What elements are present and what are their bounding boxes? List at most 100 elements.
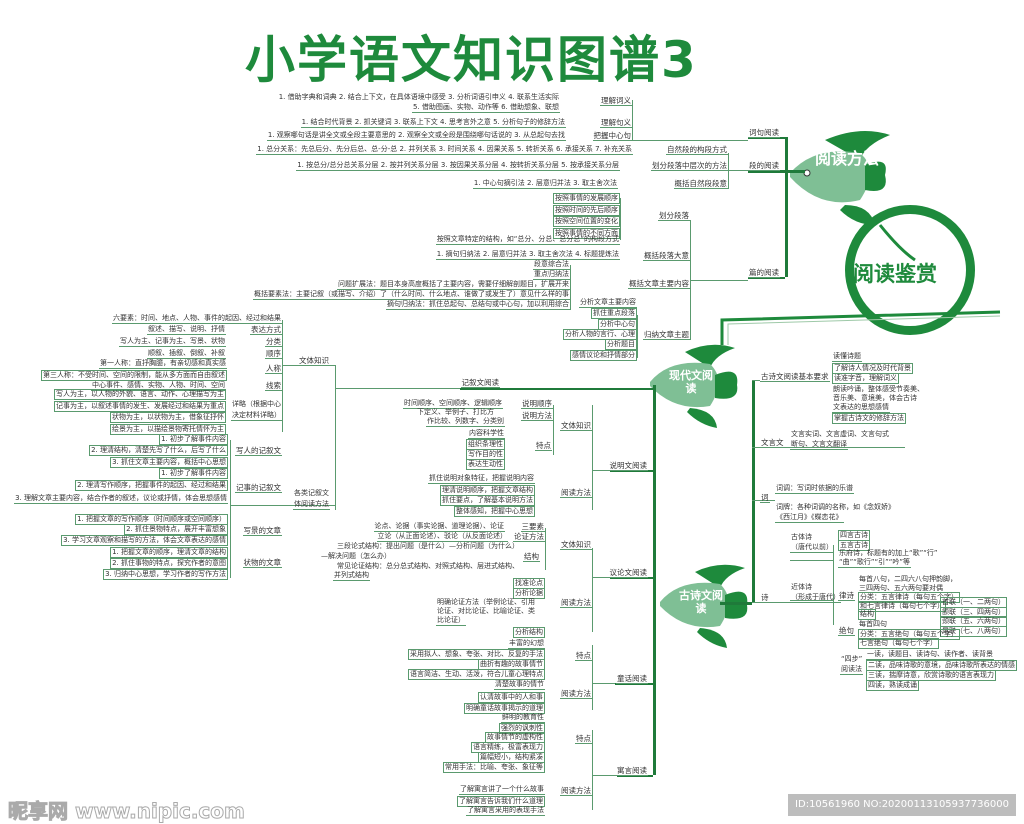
- branch-label: 归纳文章主题: [643, 330, 690, 340]
- leaf-node: 掌握古诗文的修辞方法: [832, 413, 906, 424]
- branch-label: 文言文: [760, 438, 785, 448]
- leaf-node: 体阅读方法: [293, 500, 330, 510]
- branch-label: 人称: [265, 364, 282, 374]
- connector-line: [752, 500, 775, 501]
- leaf-node: 1. 按总分/总分总关系分层 2. 按并列关系分层 3. 按因果关系分层 4. …: [296, 161, 620, 171]
- leaf-node: 乐府诗，标题有的加上“歌”“行”: [839, 549, 938, 557]
- branch-label: 记事的记叙文: [235, 483, 282, 493]
- leaf-node: 词调：写词时依据的乐谱: [775, 484, 854, 494]
- connector-line: [632, 140, 748, 141]
- connector-line: [545, 528, 546, 570]
- leaf-node: 三段论式结构：提出问题（是什么）—分析问题（为什么）: [337, 542, 519, 550]
- leaf-node: 分析文章主要内容: [579, 298, 637, 308]
- connector-line: [592, 775, 617, 776]
- branch-label: 写人的记叙文: [235, 446, 282, 456]
- hub-classical: 古诗文阅读: [679, 589, 723, 615]
- leaf-node: 颈联（五、六两句）: [940, 616, 1007, 627]
- leaf-node: 详略（根据中心: [232, 400, 281, 408]
- leaf-node: 三四两句、五六两句要对偶: [859, 583, 943, 592]
- branch-ciju: 词句阅读: [748, 128, 780, 138]
- leaf-node: 五言古诗: [838, 540, 870, 551]
- leaf-node: 整体感知，把握中心思想: [454, 505, 535, 517]
- leaf-node: 分析论据: [513, 588, 545, 599]
- leaf-node: 明确论证方法（举例论证、引用: [437, 598, 535, 606]
- leaf-node: 抓住说明对象特征，把握说明内容: [428, 474, 535, 484]
- leaf-node: 按照文章特定的结构，如“总分、分总、总分总”的构段方式: [435, 235, 620, 245]
- leaf-node: 朗读吟诵，整体感受节奏美、: [833, 385, 924, 393]
- leaf-node: 3. 归纳中心思想，学习作者的写作方法: [103, 569, 228, 580]
- leaf-node: 常见论证结构：总分总式结构、对照式结构、层进式结构、: [337, 562, 519, 570]
- hub-appreciation: 阅读鉴赏: [853, 262, 937, 286]
- connector-line: [752, 380, 755, 602]
- leaf-node: 1. 把握文章的顺序，理清文章的结构: [110, 547, 228, 558]
- leaf-node: 分析结构: [513, 627, 545, 638]
- branch-label: 概括段落大意: [643, 251, 690, 261]
- leaf-node: 论点、论据（事实论据、道理论据）、论证: [373, 522, 505, 532]
- leaf-node: 鲜明的教育性: [501, 713, 545, 723]
- leaf-node: 采用拟人、想象、夸张、对比、反复的手法: [408, 649, 545, 660]
- leaf-node: （形成于唐代）: [790, 593, 841, 603]
- leaf-node: 比论证）: [436, 616, 466, 626]
- branch-label: 分类: [265, 337, 282, 347]
- leaf-node: 写人为主，以人物的外貌、语言、动作、心理描写为主: [54, 389, 226, 400]
- connector-line: [752, 380, 760, 381]
- leaf-node: 中心事件、感情、实物、人物、时间、空间: [91, 381, 226, 391]
- branch-label: 特点: [575, 734, 592, 744]
- leaf-node: 按照空间位置的变化: [553, 216, 620, 227]
- branch-label: 文体知识: [560, 421, 592, 431]
- hub-modern: 现代文阅读: [669, 369, 713, 395]
- branch-label: 表达方式: [250, 325, 282, 335]
- connector-line: [460, 388, 653, 390]
- connector-line: [752, 447, 905, 448]
- leaf-node: 状物为主，以状物为主，借象征抒怀: [110, 412, 226, 423]
- connector-line: [720, 602, 752, 605]
- branch-label: 童话阅读: [616, 674, 648, 684]
- connector-line: [592, 645, 593, 710]
- page-title: 小学语文知识图谱3: [245, 31, 698, 89]
- branch-label: 划分段落中层次的方法: [651, 161, 728, 171]
- leaf-node: 语言简洁、生动、活泼，符合儿童心理特点: [408, 669, 545, 680]
- leaf-node: “四步”: [841, 655, 863, 663]
- leaf-node: 1. 初步了解事件内容: [159, 468, 228, 479]
- leaf-node: 《西江月》《蝶恋花》: [775, 513, 844, 523]
- branch-label: 特点: [535, 441, 552, 451]
- connector-line: [553, 405, 554, 455]
- leaf-node: 丰富的幻想: [508, 639, 545, 649]
- leaf-node: 记事为主，以叙述事情的发生、发展经过和结果为重点: [54, 400, 226, 412]
- appreciation-circle: [845, 205, 975, 335]
- leaf-node: 明确童话故事揭示的道理: [464, 703, 545, 714]
- leaf-node: 下定义、举例子、打比方: [417, 408, 494, 416]
- leaf-node: 每首八句，二四六八句押韵脚，: [859, 575, 957, 583]
- leaf-node: 文言实词、文言虚词、文言句式: [791, 430, 889, 438]
- leaf-node: 2. 理清写作顺序，把握事件的起因、经过和结果: [75, 480, 228, 491]
- branch-pian: 篇的阅读: [748, 268, 780, 278]
- leaf-node: “曲”“歌行”“引”“吟”等: [838, 558, 912, 568]
- leaf-node: 第一人称：直抒胸臆，有亲切感和真实感: [99, 359, 227, 369]
- leaf-node: 2. 理清结构，清楚先写了什么，后写了什么: [89, 445, 228, 456]
- leaf-node: 摘句归纳法：抓住总起句、总结句或中心句，加以利用综合: [386, 300, 570, 310]
- branch-label: 寓言阅读: [616, 766, 648, 776]
- leaf-node: 问题扩展法：题目本身高度概括了主要内容，需要仔细解剖题目，扩展开来: [337, 280, 570, 290]
- leaf-node: 表达生动性: [466, 459, 505, 470]
- branch-label: 顺序: [265, 349, 282, 359]
- branch-label: 记叙文阅读: [460, 378, 500, 388]
- branch-label: 写景的文章: [242, 526, 282, 536]
- leaf-node: 文表达的思想感情: [832, 403, 890, 413]
- connector-line: [610, 577, 653, 579]
- leaf-node: 3. 学习文章观察和描写的方法，体会文章表达的感情: [61, 535, 228, 546]
- leaf-node: 作比较、列数字、分类别: [426, 417, 505, 427]
- branch-label: 三要素: [520, 522, 545, 532]
- leaf-node: 感情议论和抒情部分: [570, 349, 637, 361]
- branch-label: 文体知识: [560, 540, 592, 550]
- connector-line: [615, 683, 653, 685]
- leaf-node: 立论（从正面论述）、驳论（从反面论述）: [376, 532, 508, 542]
- leaf-node: 1. 结合时代背景 2. 抓关键词 3. 联系上下文 4. 思考言外之意 5. …: [300, 118, 566, 128]
- leaf-node: 古体诗: [791, 533, 812, 541]
- connector-line: [592, 405, 593, 510]
- leaf-node: 清楚故事的情节: [494, 680, 545, 690]
- connector-line: [570, 265, 571, 310]
- leaf-node: 1. 观察哪句话是讲全文或全段主要意思的 2. 观察全文或全段是围绕哪句话说的 …: [266, 131, 566, 141]
- branch-label: 状物的文章: [242, 558, 282, 568]
- leaf-node: 断句、文言文翻译: [790, 440, 848, 450]
